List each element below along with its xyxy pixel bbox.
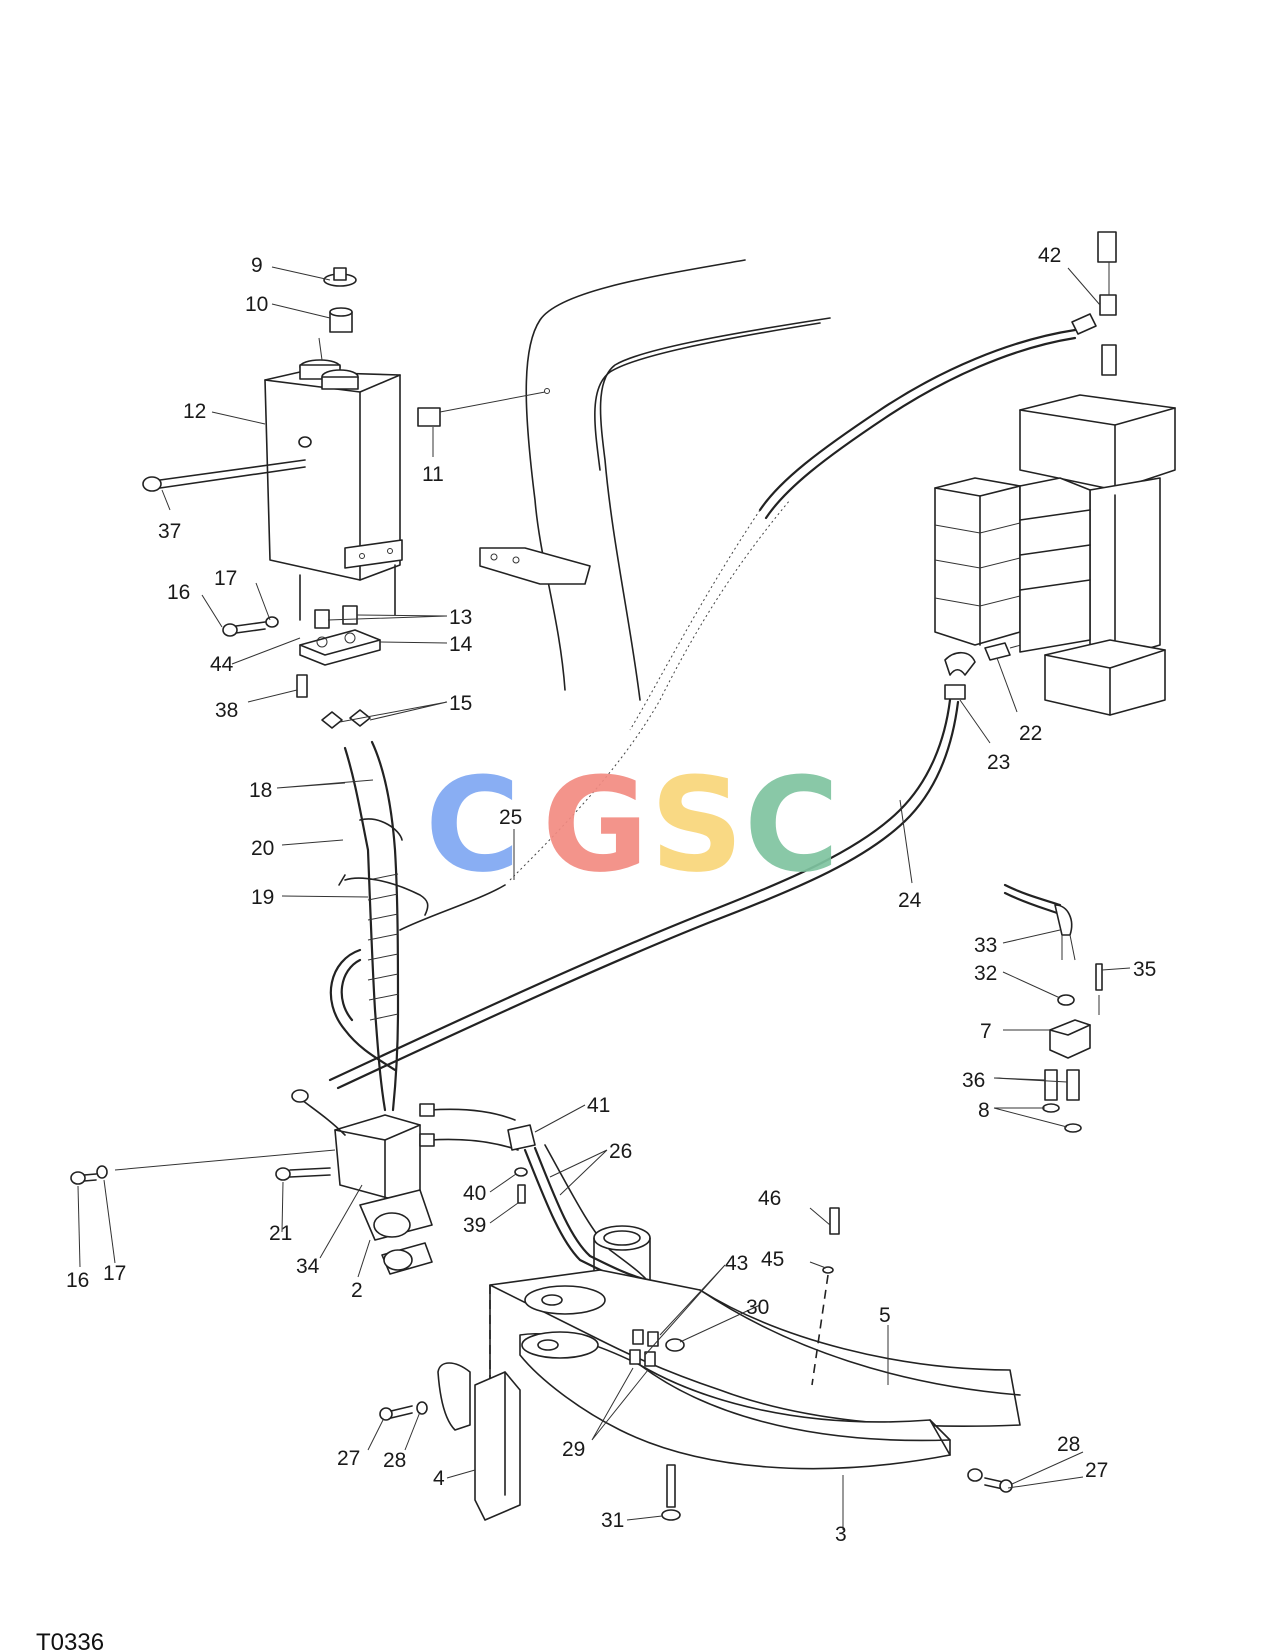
callout-39: 39: [463, 1214, 486, 1237]
callout-23: 23: [987, 751, 1010, 774]
callout-36: 36: [962, 1069, 985, 1092]
callout-16: 16: [167, 581, 190, 604]
callout-labels: 9 10 12 11 37 17 16 13 14 44 38 15 18 20…: [66, 244, 1156, 1546]
watermark: C G S C: [425, 749, 839, 901]
watermark-letter-c1: C: [425, 749, 520, 901]
callout-8: 8: [978, 1099, 990, 1122]
callout-21: 21: [269, 1222, 292, 1245]
callout-37: 37: [158, 520, 181, 543]
callout-33: 33: [974, 934, 997, 957]
callout-10: 10: [245, 293, 268, 316]
callout-17: 17: [214, 567, 237, 590]
callout-12: 12: [183, 400, 206, 423]
callout-32: 32: [974, 962, 997, 985]
callout-19: 19: [251, 886, 274, 909]
figure-id: T0336: [36, 1629, 104, 1650]
callout-20: 20: [251, 837, 274, 860]
leader-lines: [77, 266, 1131, 1530]
callout-18: 18: [249, 779, 272, 802]
callout-42: 42: [1038, 244, 1061, 267]
callout-3: 3: [835, 1523, 847, 1546]
callout-31: 31: [601, 1509, 624, 1532]
callout-25: 25: [499, 806, 522, 829]
callout-7: 7: [980, 1020, 992, 1043]
callout-5: 5: [879, 1304, 891, 1327]
callout-2: 2: [351, 1279, 363, 1302]
callout-26: 26: [609, 1140, 632, 1163]
callout-16-lower: 16: [66, 1269, 89, 1292]
callout-28-left: 28: [383, 1449, 406, 1472]
callout-15: 15: [449, 692, 472, 715]
callout-41: 41: [587, 1094, 610, 1117]
callout-38: 38: [215, 699, 238, 722]
callout-11: 11: [422, 463, 444, 486]
callout-35: 35: [1133, 958, 1156, 981]
callout-43: 43: [725, 1252, 748, 1275]
cylinder-guard: [379, 1285, 521, 1521]
callout-34: 34: [296, 1255, 320, 1278]
callout-29: 29: [562, 1438, 585, 1461]
boom-frame: [489, 1207, 1021, 1521]
callout-46: 46: [758, 1187, 781, 1210]
callout-24: 24: [898, 889, 922, 912]
watermark-letter-g: G: [542, 749, 649, 901]
callout-17-lower: 17: [103, 1262, 126, 1285]
pressure-switch: [1003, 883, 1103, 1133]
callout-13: 13: [449, 606, 472, 629]
callout-9: 9: [251, 254, 263, 277]
callout-27-left: 27: [337, 1447, 360, 1470]
callout-45: 45: [761, 1248, 784, 1271]
valve-tower: [934, 394, 1176, 716]
callout-4: 4: [433, 1467, 445, 1490]
watermark-letter-s: S: [650, 749, 744, 901]
callout-40: 40: [463, 1182, 486, 1205]
callout-30: 30: [746, 1296, 769, 1319]
cab-outline: [479, 259, 831, 701]
callout-27-right: 27: [1085, 1459, 1108, 1482]
callout-14: 14: [449, 633, 473, 656]
callout-22: 22: [1019, 722, 1042, 745]
auxiliary-valve: [70, 1089, 656, 1291]
callout-28-right: 28: [1057, 1433, 1080, 1456]
watermark-letter-c2: C: [744, 749, 839, 901]
callout-44: 44: [210, 653, 234, 676]
reservoir-assembly: [142, 267, 550, 729]
